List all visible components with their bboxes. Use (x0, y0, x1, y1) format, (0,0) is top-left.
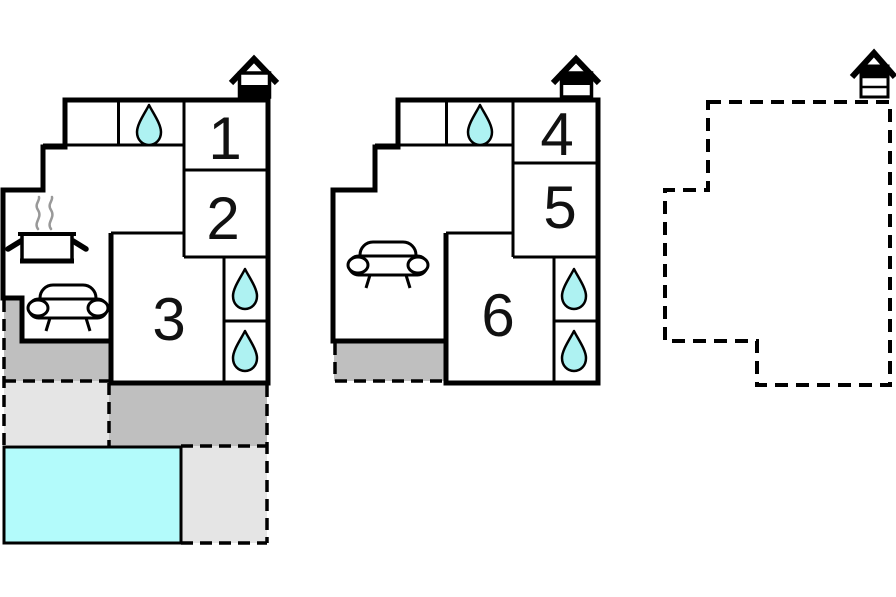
terrace-dark-area (334, 343, 444, 381)
interior-walls (43, 100, 268, 383)
steam-icon (48, 195, 54, 231)
room-number-2: 2 (206, 185, 239, 252)
terrace-light-area (4, 381, 109, 445)
floorplan-upper-floor: 4 5 6 (330, 54, 602, 386)
outdoor-dashed-borders (2, 300, 269, 545)
pool-area (2, 445, 183, 545)
floorplan-top-floor (663, 48, 896, 387)
terrace-dark-area (4, 300, 109, 381)
room-number-6: 6 (481, 282, 514, 349)
kitchen-pot-icon (5, 195, 89, 264)
room-number-5: 5 (543, 174, 576, 241)
room-number-3: 3 (152, 286, 185, 353)
house-top-floor-icon (849, 48, 896, 99)
outdoor-dashed-borders (333, 343, 444, 383)
room-number-1: 1 (208, 105, 241, 172)
terrace-dark-area-2 (109, 385, 267, 446)
floorplan-ground-floor: 1 2 3 (0, 54, 280, 545)
dashed-outline-area (663, 100, 892, 387)
interior-walls (375, 100, 598, 383)
exterior-walls (330, 97, 601, 386)
room-number-4: 4 (540, 101, 573, 168)
pot-body (20, 232, 74, 263)
pot-handles (5, 238, 89, 252)
terrace-light-area-2 (181, 446, 267, 543)
house-upper-floor-icon (550, 54, 602, 99)
steam-icon (35, 195, 41, 231)
house-ground-floor-icon (228, 54, 280, 99)
